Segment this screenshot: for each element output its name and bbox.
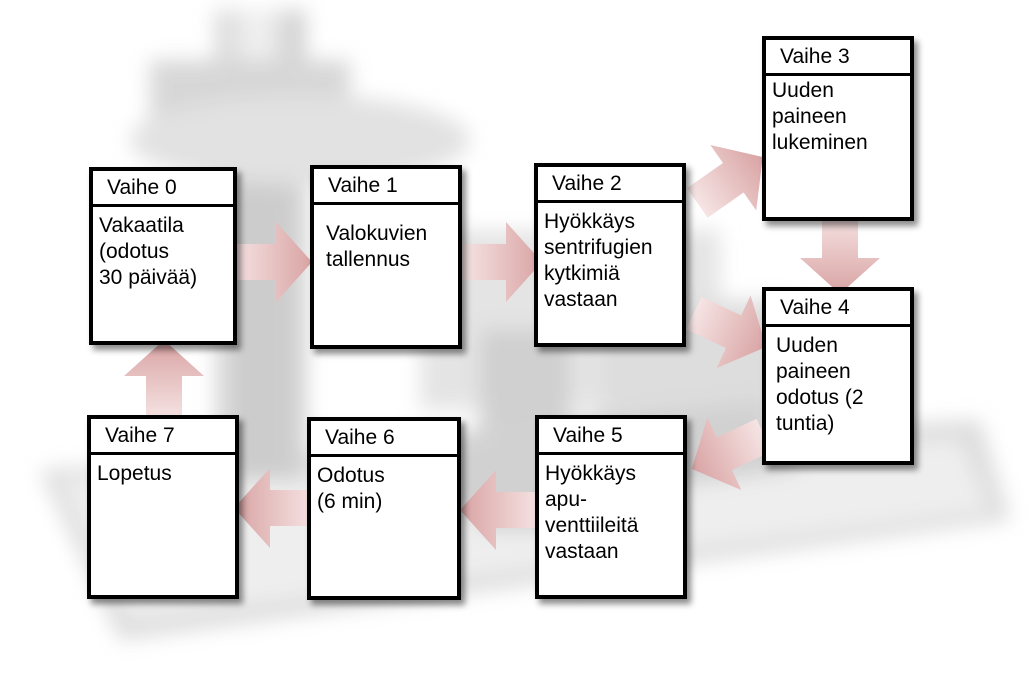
- stage-box-6: Vaihe 6 Odotus (6 min): [307, 417, 461, 600]
- stage-header: Vaihe 2: [538, 167, 682, 203]
- arrow-down-icon: [800, 214, 880, 294]
- arrow-up-icon: [124, 340, 204, 420]
- stage-text: Vakaatila (odotus 30 päivää): [99, 214, 198, 289]
- arrow-right-icon: [232, 222, 312, 302]
- stage-header: Vaihe 3: [766, 40, 910, 76]
- stage-header: Vaihe 1: [314, 169, 458, 205]
- stage-box-3: Vaihe 3 Uuden paineen lukeminen: [762, 36, 914, 221]
- arrow-down-right-icon: [686, 295, 767, 368]
- stage-text: Uuden paineen odotus (2 tuntia): [776, 334, 864, 435]
- stage-box-5: Vaihe 5 Hyökkäys apu- venttiileitä vasta…: [535, 415, 687, 599]
- arrow-down-left-icon: [691, 417, 772, 490]
- stage-text: Lopetus: [97, 462, 172, 485]
- stage-text: Valokuvien tallennus: [326, 222, 428, 271]
- stage-header: Vaihe 4: [766, 291, 910, 327]
- stage-text: Hyökkäys sentrifugien kytkimiä vastaan: [544, 210, 653, 311]
- stage-header: Vaihe 5: [539, 419, 683, 455]
- stage-box-7: Vaihe 7 Lopetus: [87, 415, 239, 599]
- stage-box-4: Vaihe 4 Uuden paineen odotus (2 tuntia): [762, 287, 914, 465]
- stage-text: Hyökkäys apu- venttiileitä vastaan: [545, 462, 639, 563]
- stage-header: Vaihe 0: [93, 171, 233, 207]
- stage-text: Uuden paineen lukeminen: [772, 79, 868, 154]
- arrow-left-icon: [234, 468, 314, 548]
- arrow-left-icon: [460, 470, 540, 550]
- stage-box-2: Vaihe 2 Hyökkäys sentrifugien kytkimiä v…: [534, 163, 686, 347]
- stage-box-1: Vaihe 1 Valokuvien tallennus: [310, 165, 462, 349]
- stage-header: Vaihe 7: [91, 419, 235, 455]
- stage-header: Vaihe 6: [311, 421, 457, 457]
- stage-text: Odotus (6 min): [317, 464, 385, 513]
- stage-box-0: Vaihe 0 Vakaatila (odotus 30 päivää): [89, 167, 237, 345]
- arrow-up-right-icon: [686, 144, 763, 218]
- arrow-right-icon: [462, 222, 542, 302]
